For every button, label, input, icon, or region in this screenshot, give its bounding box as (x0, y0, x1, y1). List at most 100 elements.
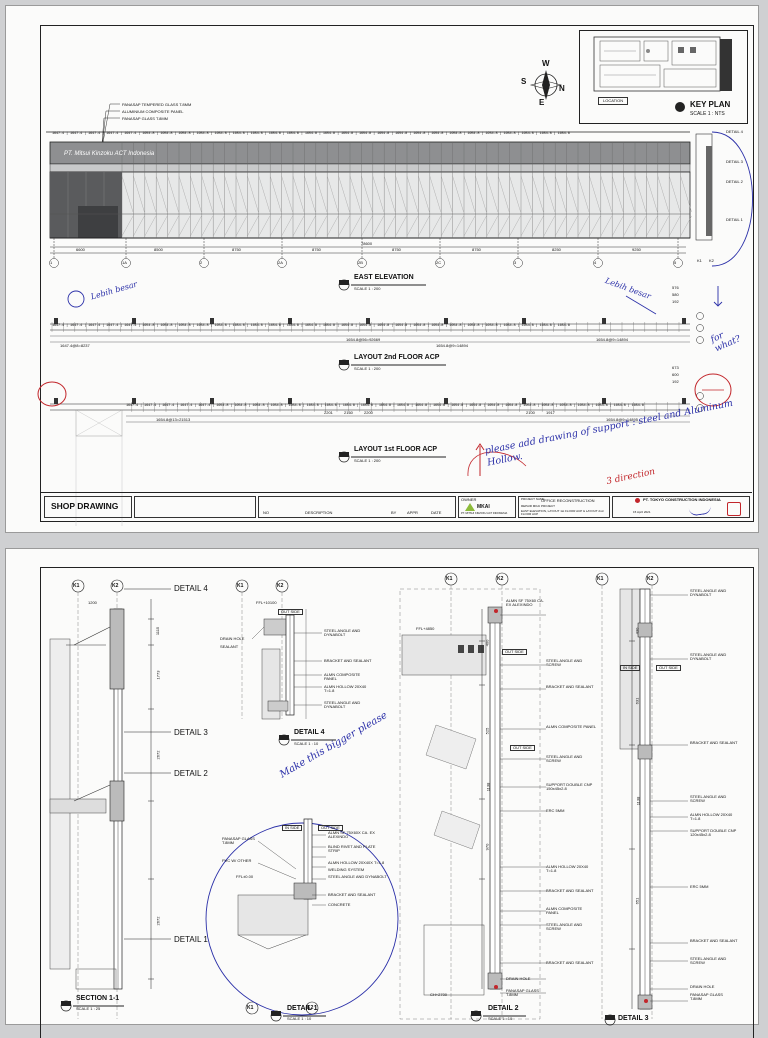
d2-label-7: ERC 5MM (546, 808, 565, 813)
s2-grid-k2-b: K2 (277, 583, 284, 589)
d2-scale: SCALE 1 : 10 (488, 1016, 513, 1021)
section-title: SECTION 1-1 (76, 995, 120, 1002)
d1-title: DETAIL 1 (287, 1005, 318, 1012)
s2-grid-k2-a: K2 (112, 583, 119, 589)
layout-1st-panel-dims: 1647.4 | 1647.4 | 1647.4 | 1647.4 | 1647… (126, 404, 644, 408)
tb-rev-no: NO (263, 510, 269, 515)
detail-tag-1: DETAIL 1 (726, 217, 743, 222)
gap-dim-5: 1917 (546, 410, 555, 415)
key-plan-box: LOCATION KEY PLAN SCALE 1 : NTS (579, 30, 748, 124)
layout-2nd-dim-d: 1654.8@9=14894 (596, 337, 628, 342)
layout-2nd-title: LAYOUT 2nd FLOOR ACP (354, 354, 440, 361)
layout-2nd-panel-dims: 1647.4 | 1647.4 | 1647.4 | 1647.4 | 1647… (52, 324, 570, 328)
s2-grid-k1-a: K1 (73, 583, 80, 589)
d1-scale: SCALE 1 : 10 (287, 1016, 312, 1021)
d4-label-2: BRACKET AND SEALANT (324, 658, 372, 663)
d4-scale: SCALE 1 : 10 (294, 741, 319, 746)
d4-out-tag: OUT SIDE (278, 609, 303, 615)
d4-left-1: DRAIN HOLE (220, 636, 245, 641)
key-plan-location: LOCATION (598, 97, 629, 105)
d3-label-5: ALMN HOLLOW 20X40 T=1.8 (690, 812, 733, 821)
gap-dim-4: 2100 (526, 410, 535, 415)
d3-label-7: ERC 5MM (690, 884, 709, 889)
grid-2: 2 (200, 260, 203, 265)
s2-grid-k2-c: K2 (497, 576, 504, 582)
side-grid-k2: K2 (709, 258, 714, 263)
d1-label-2: BLIND RIVET AND PLATE STRIP (328, 844, 376, 853)
side-dim-4: 673 (672, 365, 679, 370)
grid-5: 5 (674, 260, 677, 265)
s2-grid-k2-e: K2 (307, 1005, 314, 1011)
d3-label-6: SUPPORT DOUBLE CNP 120x45x2.8 (690, 828, 737, 837)
d4-label-4: ALMN HOLLOW 20X40 T=1.8 (324, 684, 367, 693)
tb-heading: SHOP DRAWING (51, 501, 119, 511)
tb-rev-by: BY (391, 510, 397, 515)
d1-label-5: STEEL ANGLE AND DYNABOLT (328, 874, 387, 879)
d2-label-1: ALMN SF 75X60 CA. EX ALEXINDO (506, 598, 544, 607)
tb-client-label: OWNER (461, 497, 477, 502)
gap-dim-3: 2200 (364, 410, 373, 415)
bay-dim-7: 8250 (552, 247, 561, 252)
grid-1: 1 (50, 260, 53, 265)
layout-2nd-dim-b: 1654.8@56=92669 (346, 337, 381, 342)
d4-label-3: ALMN COMPOSITE PANEL (324, 672, 361, 681)
d2-label-6: SUPPORT DOUBLE CNP 150x45x2.8 (546, 782, 593, 791)
tb-client-cell: OWNER MKAI PT. MITSUI KINZOKU ACT INDONE… (458, 496, 516, 518)
section-detail-1: DETAIL 1 (174, 935, 208, 944)
d4-title: DETAIL 4 (294, 729, 325, 736)
d2-out-tag-2: OUT SIDE (510, 745, 535, 751)
title-block: SHOP DRAWING NO DESCRIPTION BY APPR DATE… (40, 492, 752, 521)
tb-contractor-cell: PT. TOKYO CONSTRUCTION INDONESIA 15 Apri… (612, 496, 750, 518)
stamp-icon (727, 502, 741, 516)
sheet2-border (40, 567, 754, 1038)
grid-1a: 1A (122, 260, 127, 265)
tb-contractor: PT. TOKYO CONSTRUCTION INDONESIA (643, 497, 721, 502)
d1-left-1: PANASAP GLASS T.8MM (222, 836, 255, 845)
d2-label-12: BRACKET AND SEALANT (546, 960, 594, 965)
d3-dim-4: 651 (634, 897, 640, 905)
d2-dim-3: 1138 (485, 782, 491, 792)
s2-grid-k1-c: K1 (446, 576, 453, 582)
layout-2nd-dim-a: 1647.4@8=8237 (60, 343, 90, 348)
layout-2nd-scale: SCALE 1 : 200 (354, 366, 381, 371)
d2-dim-1: 400 (484, 639, 490, 647)
d3-label-8: BRACKET AND SEALANT (690, 938, 738, 943)
side-dim-5: 600 (672, 372, 679, 377)
tb-rev-appr: APPR (407, 510, 418, 515)
section-dim-4: 2672 (155, 750, 161, 760)
tb-project-label: PROJECT NAME (521, 497, 545, 501)
mkai-logo-icon (465, 503, 475, 511)
bay-dim-6: 8750 (472, 247, 481, 252)
drawing-sheet-2: K1 K2 K1 K2 K1 K2 K1 K2 K1 K2 DETAIL 4 D… (6, 549, 758, 1038)
tb-client-full: PT. MITSUI KINZOKU ACT INDONESIA (461, 512, 508, 515)
s2-grid-k1-d: K1 (597, 576, 604, 582)
callout-tempered-glass: PANASAP TEMPERED GLASS T.8MM (122, 102, 192, 107)
callout-acp: ALUMINIUM COMPOSITE PANEL (122, 109, 184, 114)
gap-dim-1: 2201 (324, 410, 333, 415)
d4-left-2: SEALANT (220, 644, 239, 649)
bay-dim-3: 8750 (232, 247, 241, 252)
layout-1st-scale: SCALE 1 : 200 (354, 458, 381, 463)
tb-client: MKAI (477, 504, 490, 510)
section-dim-1: 1200 (88, 600, 97, 605)
tb-date: 15 April 2021 (633, 510, 651, 514)
tb-rev-date: DATE (431, 510, 442, 515)
detail-tag-4: DETAIL 4 (726, 129, 743, 134)
d3-out-tag: OUT SIDE (656, 665, 681, 671)
d3-label-10: DRAIN HOLE (690, 984, 715, 989)
side-dim-1: 576 (672, 285, 679, 290)
side-grid-k1: K1 (697, 258, 702, 263)
d2-label-3: BRACKET AND SEALANT (546, 684, 594, 689)
tb-project-cell: PROJECT NAME OFFICE RECONSTRUCTION REPAI… (518, 496, 610, 518)
contractor-logo-icon (635, 498, 640, 503)
compass-w: S (521, 77, 527, 86)
d3-dim-3: 1138 (635, 796, 641, 806)
d3-label-1: STEEL ANGLE AND DYNABOLT (690, 588, 727, 597)
layout-1st-dim-b: 1654.8@9=14895 (606, 417, 638, 422)
d1-label-1: ALMN SF 75X60X CA. EX ALEXINDO (328, 830, 375, 839)
layout-2nd-dim-c: 1654.8@9=14894 (436, 343, 468, 348)
side-dim-2: 580 (672, 292, 679, 297)
detail-tag-2: DETAIL 2 (726, 179, 743, 184)
d3-label-2: STEEL ANGLE AND DYNABOLT (690, 652, 727, 661)
tb-rev-cell: NO DESCRIPTION BY APPR DATE (258, 496, 456, 518)
